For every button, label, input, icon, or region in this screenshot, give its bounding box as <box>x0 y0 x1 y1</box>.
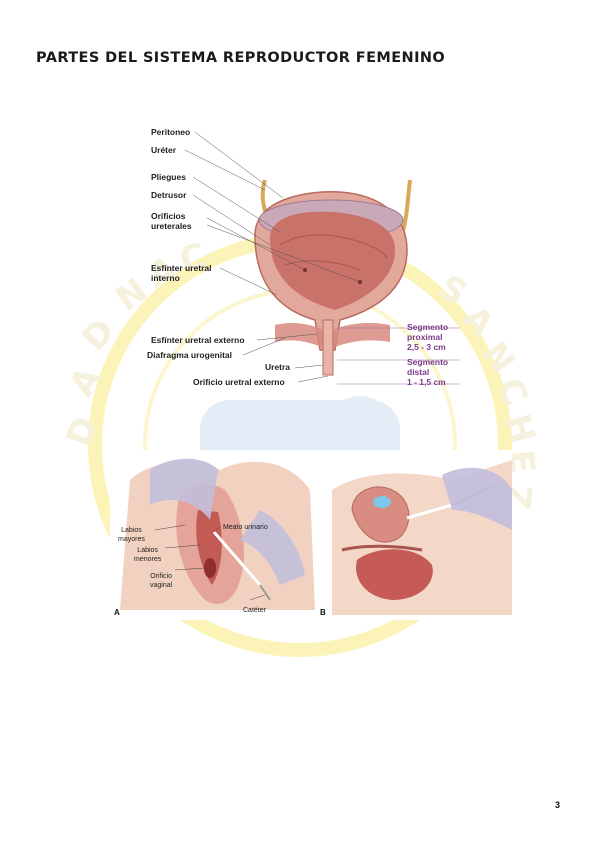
label-line: Esfínter uretral <box>151 263 212 273</box>
label-line: Labios <box>137 547 158 554</box>
panel-label-a: A <box>114 608 120 617</box>
page-number: 3 <box>555 800 561 810</box>
sagittal-catheter-illustration <box>322 450 512 620</box>
label-esfinter-externo: Esfínter uretral externo <box>151 335 245 345</box>
label-line: ureterales <box>151 221 192 231</box>
label-orificio-vaginal: Orificio vaginal <box>150 572 172 590</box>
label-ureter: Uréter <box>151 145 177 155</box>
watermark-letter: A <box>454 298 501 345</box>
bladder-anatomy-illustration <box>184 131 460 385</box>
page-title: PARTES DEL SISTEMA REPRODUCTOR FEMENINO <box>36 50 446 66</box>
label-diafragma-urogenital: Diafragma urogenital <box>147 350 233 360</box>
label-line: Segmento <box>407 322 449 332</box>
label-line: Labios <box>121 527 142 534</box>
label-line: 2,5 - 3 cm <box>407 342 446 352</box>
label-line: vaginal <box>150 582 173 589</box>
label-pliegues: Pliegues <box>151 172 186 182</box>
label-orificios-ureterales: Orificios ureterales <box>151 211 192 231</box>
label-line: Segmento <box>407 357 449 367</box>
university-seal-watermark: D A D N A C S A N C H E Z <box>60 233 540 657</box>
label-meato-urinario: Meato urinario <box>223 524 268 531</box>
label-cateter: Catéter <box>243 607 266 614</box>
label-line: distal <box>407 367 430 377</box>
label-line: 1 - 1,5 cm <box>407 377 446 387</box>
label-labios-menores: Labios menores <box>134 546 161 564</box>
label-line: mayores <box>118 536 145 543</box>
label-detrusor: Detrusor <box>151 190 187 200</box>
label-line: proximal <box>407 332 443 342</box>
label-segmento-proximal: Segmento proximal 2,5 - 3 cm <box>407 322 448 352</box>
label-line: Orificio <box>150 573 172 580</box>
label-orificio-uretral-externo: Orificio uretral externo <box>193 377 285 387</box>
label-line: menores <box>134 556 162 563</box>
panel-label-b: B <box>320 608 326 617</box>
label-line: interno <box>151 273 180 283</box>
label-segmento-distal: Segmento distal 1 - 1,5 cm <box>407 357 448 387</box>
external-genitalia-catheter-illustration <box>110 450 322 620</box>
label-peritoneo: Peritoneo <box>151 127 191 137</box>
label-line: Orificios <box>151 211 186 221</box>
label-esfinter-interno: Esfínter uretral interno <box>151 263 211 283</box>
label-uretra: Uretra <box>265 362 291 372</box>
label-labios-mayores: Labios mayores <box>118 526 145 544</box>
